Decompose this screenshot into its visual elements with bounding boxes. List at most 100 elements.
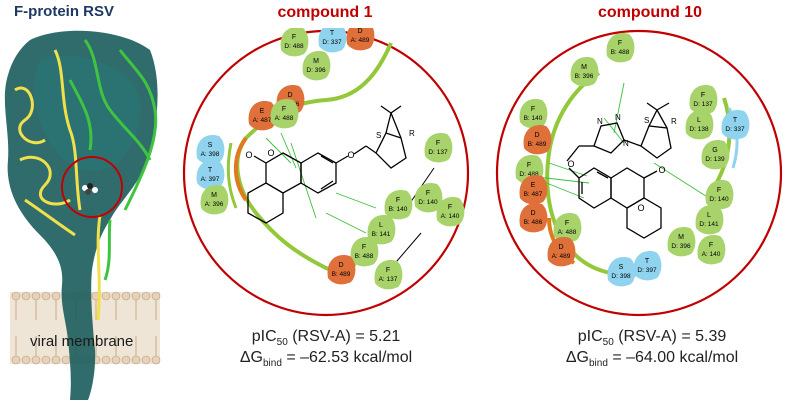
residue-chain-label: M	[313, 58, 319, 65]
residue-badge: SD: 398	[607, 256, 636, 287]
residue-chain-label: M	[211, 192, 217, 199]
residue-chain-label: D	[534, 132, 539, 139]
residue-badge: TD: 337	[721, 109, 750, 140]
residue-badge-shape	[519, 174, 548, 205]
compound-1-title: compound 1	[277, 4, 373, 21]
residue-chain-label: E	[260, 108, 265, 115]
residue-badge-shape	[606, 32, 635, 63]
binding-site-circle	[61, 156, 123, 218]
stereo-atom-label: R	[409, 129, 415, 138]
residue-badge-shape	[553, 212, 582, 243]
residue-id-label: A: 488	[275, 115, 294, 122]
residue-badge-shape	[374, 259, 403, 290]
oxygen-label: O	[347, 150, 354, 160]
residue-chain-label: D	[558, 244, 563, 251]
residue-badge: M A: 396	[200, 184, 229, 215]
residue-id-label: B: 486	[524, 219, 543, 226]
oxygen-label: O	[245, 150, 252, 160]
residue-badge-shape	[270, 98, 299, 129]
residue-badge-shape	[701, 139, 730, 170]
residue-badge: FD: 137	[689, 84, 718, 115]
oxygen-label: O	[658, 165, 665, 175]
residue-id-label: D: 337	[725, 126, 745, 133]
residue-chain-label: D	[357, 28, 362, 35]
stereo-atom-label: S	[376, 131, 381, 140]
residue-badge-shape	[384, 189, 413, 220]
residue-chain-label: F	[565, 220, 569, 227]
residue-badge-shape	[367, 214, 396, 245]
nitrogen-label: N	[623, 139, 629, 148]
residue-id-label: B: 488	[355, 253, 374, 260]
residue-id-label: B: 140	[389, 206, 408, 213]
residue-badge: DB: 489	[523, 124, 552, 155]
residue-badge-shape	[350, 236, 379, 267]
residue-chain-label: F	[701, 92, 705, 99]
residue-badge-shape	[196, 159, 225, 190]
residue-badge: LD: 141	[695, 204, 724, 235]
residue-badge: FB: 140	[519, 98, 548, 129]
residue-badge-shape	[318, 28, 347, 53]
nitrogen-label: N	[597, 117, 603, 126]
residue-chain-label: L	[379, 222, 383, 229]
compound-10-dg-bind: ΔGbind = –64.00 kcal/mol	[565, 349, 739, 370]
residue-id-label: B: 396	[575, 73, 594, 80]
residue-badge-shape	[721, 109, 750, 140]
residue-badge-shape	[570, 56, 599, 87]
residue-badge-shape	[523, 124, 552, 155]
residue-id-label: B: 488	[611, 49, 630, 56]
molecule-compound-1	[247, 105, 407, 224]
residue-chain-label: F	[396, 197, 400, 204]
residue-badge-shape	[436, 196, 465, 227]
residue-chain-label: F	[282, 106, 286, 113]
residue-id-label: D: 396	[671, 243, 691, 250]
residue-badge-shape	[695, 204, 724, 235]
residue-badge: F A: 488	[270, 98, 299, 129]
residue-badge: EB: 487	[519, 174, 548, 205]
residue-badge: MD: 396	[667, 226, 696, 257]
residue-chain-label: F	[292, 34, 296, 41]
oxygen-label: O	[637, 203, 644, 213]
residue-id-label: A: 488	[558, 229, 577, 236]
residue-badge-shape	[697, 234, 726, 265]
residue-badge: LD: 138	[685, 109, 714, 140]
residue-badge-shape	[633, 250, 662, 281]
residue-badge: FB: 488	[606, 32, 635, 63]
residue-badge-shape	[280, 28, 309, 57]
residue-badge: DB: 486	[519, 202, 548, 233]
nitrogen-label: N	[615, 113, 621, 122]
residue-id-label: D: 488	[519, 171, 539, 178]
residue-id-label: A: 489	[351, 37, 370, 44]
residue-badge-shape	[547, 236, 576, 267]
residue-chain-label: F	[362, 244, 366, 251]
residue-badge-shape	[414, 182, 443, 213]
residue-badge: MD: 396	[302, 50, 331, 81]
protein-structure-image	[4, 30, 161, 401]
residue-chain-label: E	[531, 182, 536, 189]
residue-chain-label: F	[448, 204, 452, 211]
interaction-lines	[528, 82, 710, 199]
residue-badge: FA: 137	[374, 259, 403, 290]
residue-badge-shape	[424, 132, 453, 163]
residue-badge: FD: 137	[424, 132, 453, 163]
residue-chain-label: G	[712, 147, 717, 154]
residue-id-label: A: 398	[201, 151, 220, 158]
residue-id-label: A: 487	[253, 117, 272, 124]
residue-badge: DB: 489	[327, 254, 356, 285]
residue-chain-label: T	[208, 167, 213, 174]
residue-id-label: D: 488	[284, 43, 304, 50]
compound-10-circle	[495, 29, 783, 317]
residue-id-label: A: 396	[205, 201, 224, 208]
residue-chain-label: L	[707, 212, 711, 219]
residue-id-label: D: 140	[709, 196, 729, 203]
residue-id-label: B: 141	[372, 231, 391, 238]
residue-badge: TA: 397	[196, 159, 225, 190]
residue-chain-label: D	[338, 262, 343, 269]
residue-chain-label: S	[208, 142, 213, 149]
residue-id-label: D: 138	[689, 126, 709, 133]
oxygen-label: O	[567, 159, 574, 169]
residue-id-label: B: 140	[524, 115, 543, 122]
